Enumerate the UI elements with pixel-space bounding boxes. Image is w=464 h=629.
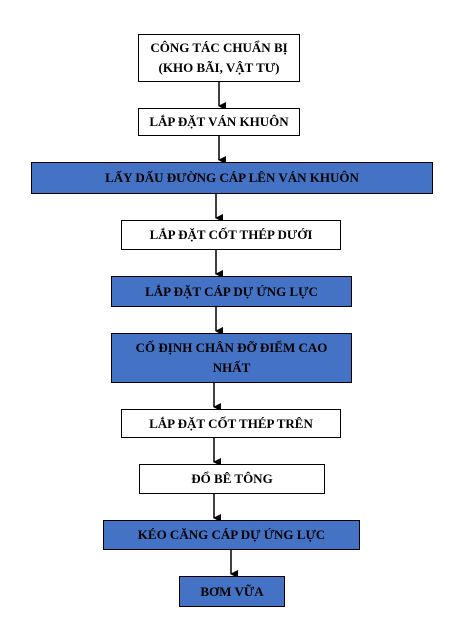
step-3-label: LẤY DẤU ĐƯỜNG CÁP LÊN VÁN KHUÔN xyxy=(105,170,359,185)
step-10-label: BƠM VỮA xyxy=(200,583,264,599)
step-8-pour-concrete: ĐỔ BÊ TÔNG xyxy=(139,464,325,494)
step-4-bottom-rebar: LẮP ĐẶT CỐT THÉP DƯỚI xyxy=(121,220,341,250)
step-2-label: LẮP ĐẶT VÁN KHUÔN xyxy=(149,114,289,129)
step-1-label: CÔNG TÁC CHUẨN BỊ (KHO BÃI, VẬT TƯ) xyxy=(150,40,288,75)
step-4-label: LẮP ĐẶT CỐT THÉP DƯỚI xyxy=(149,227,313,242)
step-5-label: LẮP ĐẶT CÁP DỰ ỨNG LỰC xyxy=(145,283,318,299)
step-10-grout: BƠM VỮA xyxy=(179,576,285,607)
step-6-fix-supports: CỐ ĐỊNH CHÂN ĐỠ ĐIỂM CAO NHẤT xyxy=(111,333,352,383)
step-8-label: ĐỔ BÊ TÔNG xyxy=(191,471,273,486)
step-7-top-rebar: LẮP ĐẶT CỐT THÉP TRÊN xyxy=(121,409,341,438)
step-9-tension-cable: KÉO CĂNG CÁP DỰ ỨNG LỰC xyxy=(103,520,360,550)
step-3-mark-cable: LẤY DẤU ĐƯỜNG CÁP LÊN VÁN KHUÔN xyxy=(31,162,433,194)
step-6-label: CỐ ĐỊNH CHÂN ĐỠ ĐIỂM CAO NHẤT xyxy=(135,340,328,375)
step-9-label: KÉO CĂNG CÁP DỰ ỨNG LỰC xyxy=(137,527,326,542)
step-5-install-cable: LẮP ĐẶT CÁP DỰ ỨNG LỰC xyxy=(111,276,352,307)
step-1-preparation: CÔNG TÁC CHUẨN BỊ (KHO BÃI, VẬT TƯ) xyxy=(138,34,300,82)
step-7-label: LẮP ĐẶT CỐT THÉP TRÊN xyxy=(149,415,313,431)
step-2-formwork: LẮP ĐẶT VÁN KHUÔN xyxy=(138,108,300,136)
